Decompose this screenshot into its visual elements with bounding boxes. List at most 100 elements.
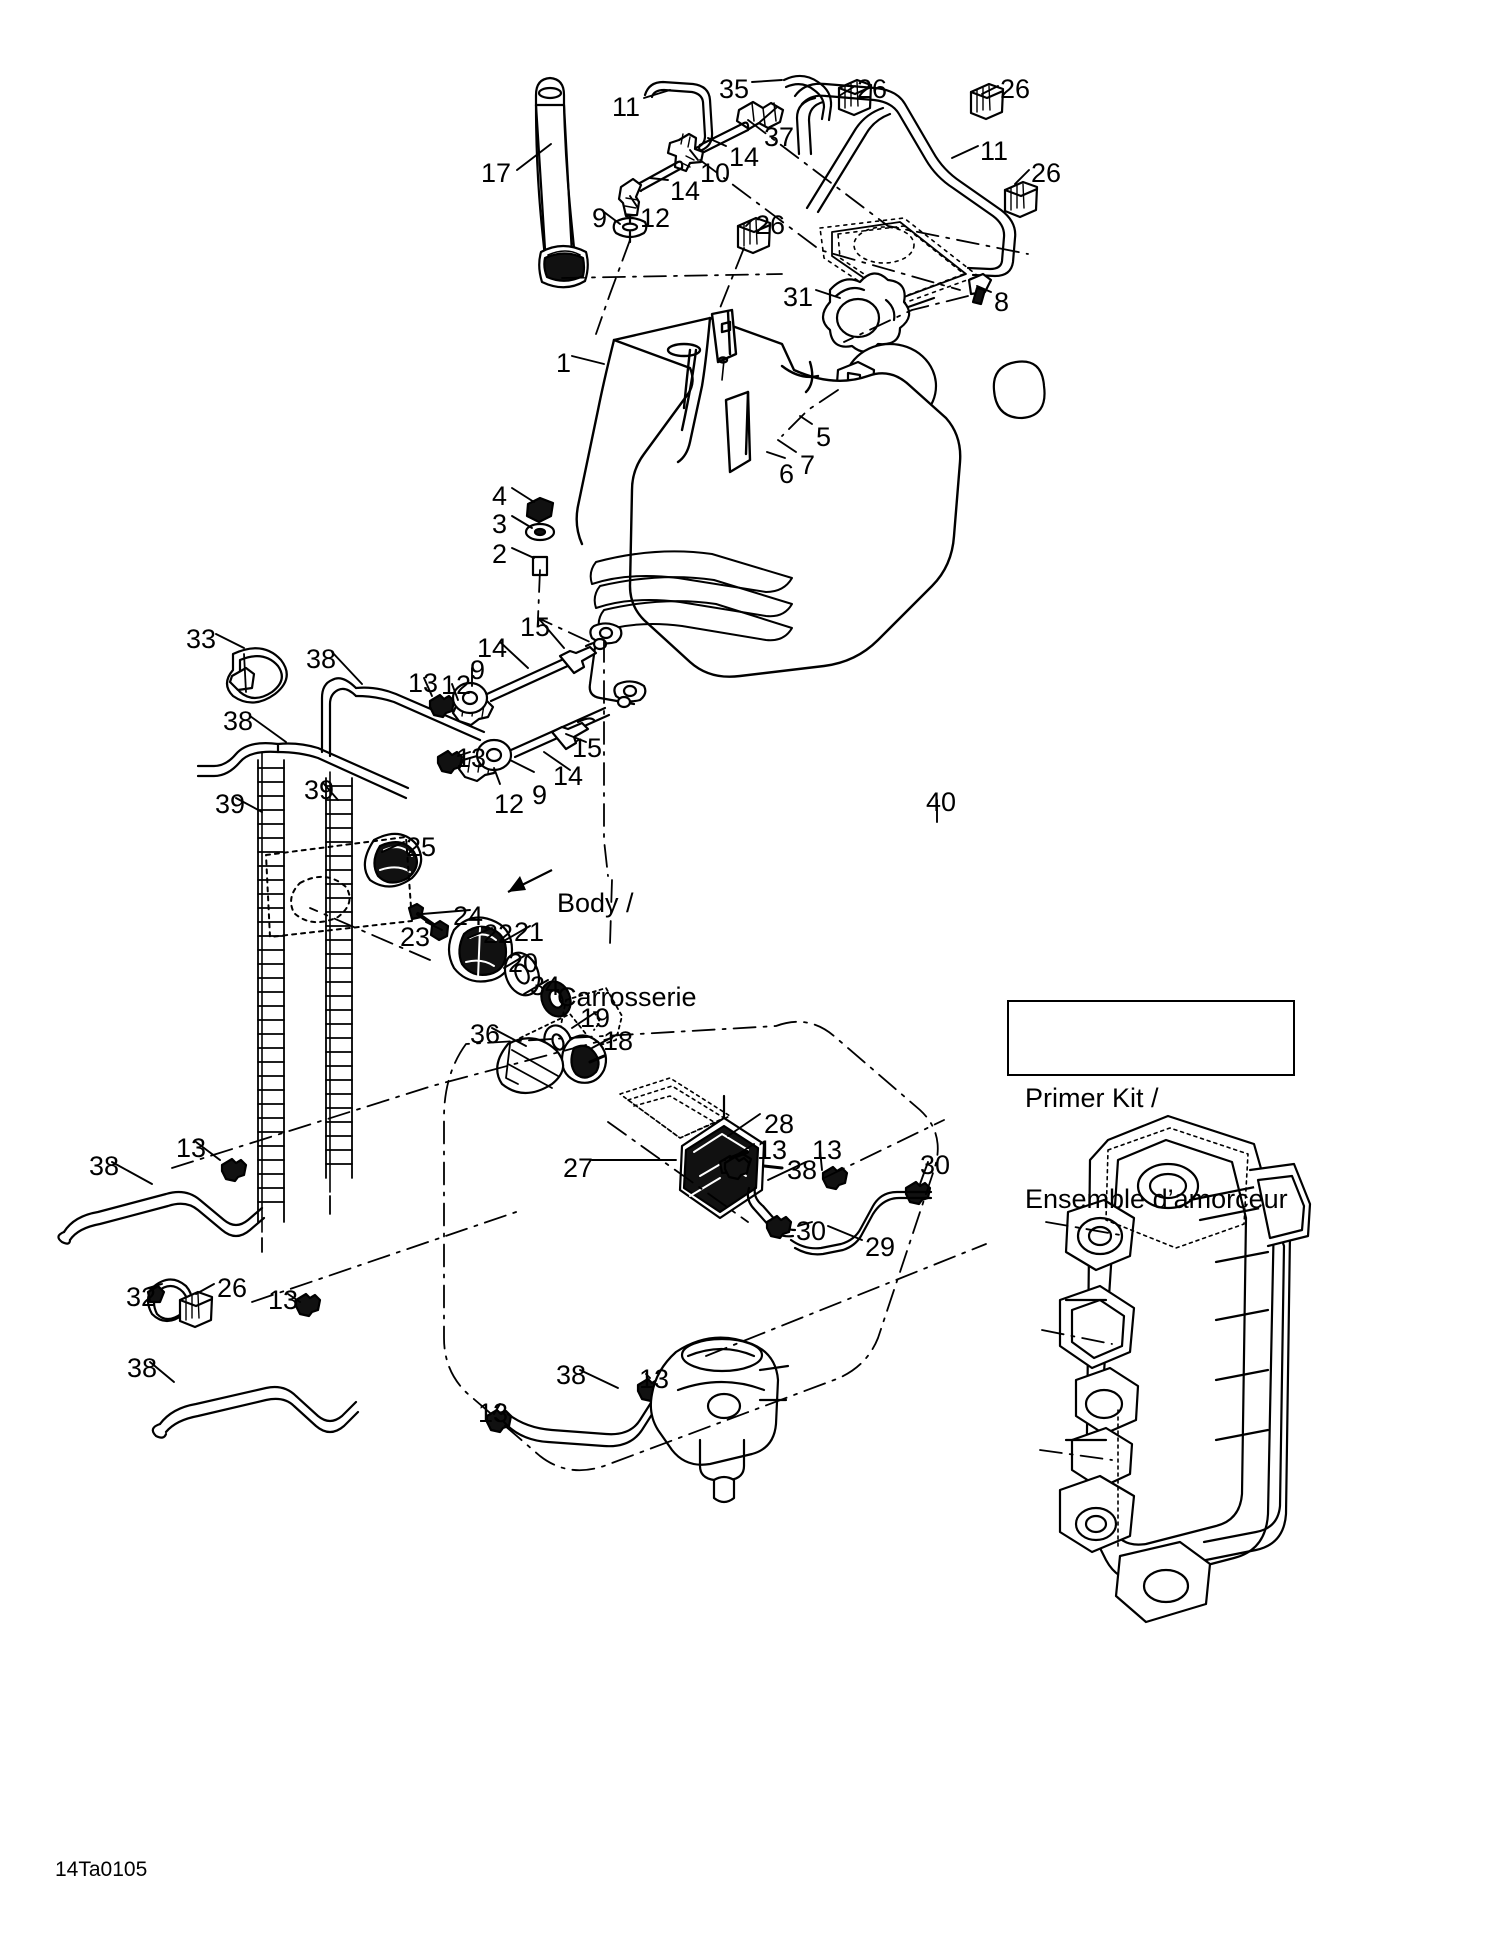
callout-38-e: 38 <box>127 1353 158 1383</box>
part-13-clamp-d <box>821 1165 849 1191</box>
part-1-tank-tabs <box>588 622 647 706</box>
callout-13-c: 13 <box>757 1135 788 1165</box>
part-12-fitting-b <box>451 698 495 727</box>
part-30-clamp-b <box>904 1180 932 1206</box>
part-3-washer <box>524 522 556 542</box>
callout-21: 21 <box>514 917 545 947</box>
part-39-coil-left <box>257 751 285 1233</box>
body-label-line1: Body / <box>557 887 634 918</box>
callout-10: 10 <box>700 158 731 188</box>
part-17-filler-neck <box>534 76 577 270</box>
callout-30-a: 30 <box>920 1150 951 1180</box>
body-panel-outline <box>265 836 413 938</box>
primer-kit-line2: Ensemble d’amorceur <box>1025 1183 1288 1214</box>
part-4-nut <box>525 496 555 524</box>
part-13-clamp-c <box>723 1155 751 1181</box>
part-13-clamp-e <box>220 1157 248 1183</box>
callout-5: 5 <box>816 422 832 452</box>
callout-26-b: 26 <box>1000 74 1031 104</box>
callout-26-a: 26 <box>857 74 888 104</box>
callout-14-b: 14 <box>670 176 701 206</box>
callout-35: 35 <box>719 74 750 104</box>
callout-38-a: 38 <box>306 644 337 674</box>
callout-38-d: 38 <box>89 1151 120 1181</box>
drawing-code: 14Ta0105 <box>55 1858 148 1881</box>
callout-37: 37 <box>764 122 795 152</box>
callout-9-a: 9 <box>592 203 608 233</box>
callout-30-b: 30 <box>796 1216 827 1246</box>
part-7-fuel-cap-ring <box>842 342 1046 430</box>
primer-kit-box: Primer Kit / Ensemble d’amorceur <box>1007 1000 1295 1214</box>
callout-13-b: 13 <box>456 743 487 773</box>
callout-33: 33 <box>186 624 217 654</box>
callout-12-a: 12 <box>640 203 671 233</box>
callout-9-c: 9 <box>532 780 548 810</box>
callout-15-b: 15 <box>572 733 603 763</box>
callout-28: 28 <box>764 1109 795 1139</box>
callout-23: 23 <box>400 922 431 952</box>
callout-13-e: 13 <box>176 1133 207 1163</box>
part-38-hose-bottom-left-2 <box>151 1385 360 1439</box>
part-31-fuel-cap <box>821 272 911 353</box>
callout-11-b: 11 <box>980 136 1009 166</box>
callout-22: 22 <box>483 919 514 949</box>
callout-8: 8 <box>994 287 1010 317</box>
part-11-hose-left <box>643 80 714 159</box>
callout-3: 3 <box>492 509 508 539</box>
carburetor <box>649 1336 790 1504</box>
callout-13-f: 13 <box>268 1285 299 1315</box>
callout-32: 32 <box>126 1282 157 1312</box>
callout-34: 34 <box>530 971 561 1001</box>
callout-12-b: 12 <box>441 670 472 700</box>
primer-kit-text: Primer Kit / Ensemble d’amorceur <box>1025 1014 1288 1284</box>
part-30-clamp-a <box>765 1214 793 1240</box>
callout-31: 31 <box>783 282 814 312</box>
callout-14-c: 14 <box>477 633 508 663</box>
callout-24: 24 <box>453 901 484 931</box>
part-38-hose-carb <box>502 1396 658 1448</box>
callout-38-b: 38 <box>223 706 254 736</box>
callout-7: 7 <box>800 450 816 480</box>
hidden-bracket-top <box>819 217 979 307</box>
callout-19: 19 <box>580 1003 611 1033</box>
callout-18: 18 <box>603 1026 634 1056</box>
callout-26-d: 26 <box>755 210 786 240</box>
callout-14-a: 14 <box>729 142 760 172</box>
part-10-tee-fitting <box>666 132 705 173</box>
callout-14-d: 14 <box>553 761 584 791</box>
part-5-screw <box>796 405 820 426</box>
callout-4: 4 <box>492 481 508 511</box>
callout-39-a: 39 <box>215 789 246 819</box>
callout-13-d: 13 <box>812 1135 843 1165</box>
part-26-clip-b <box>969 82 1005 121</box>
callout-13-h: 13 <box>478 1398 509 1428</box>
callout-38-c: 38 <box>787 1155 818 1185</box>
body-label-line2: Carrosserie <box>557 981 697 1012</box>
part-39-coil-right <box>325 771 353 1193</box>
callout-13-a: 13 <box>408 668 439 698</box>
part-1-fuel-tank <box>575 308 962 678</box>
callout-27: 27 <box>563 1153 594 1183</box>
hidden-pump-plate <box>619 1077 731 1139</box>
part-38-hose-pump <box>746 1186 797 1238</box>
hidden-bracket-top-solid <box>831 221 967 314</box>
part-23-nut <box>429 919 450 942</box>
callout-39-b: 39 <box>304 775 335 805</box>
part-14-15-pipe-lower <box>509 695 632 759</box>
callout-38-f: 38 <box>556 1360 587 1390</box>
callout-15-a: 15 <box>520 612 551 642</box>
callout-40: 40 <box>926 787 957 817</box>
callout-17: 17 <box>481 158 512 188</box>
part-13-clamp-f <box>294 1292 322 1318</box>
part-1-tank-ribs <box>589 550 793 642</box>
part-2-grommet-spacer <box>531 555 549 577</box>
callout-13-g: 13 <box>639 1364 670 1394</box>
body-carrosserie-label: Body / Carrosserie <box>557 825 697 1076</box>
callout-2: 2 <box>492 539 508 569</box>
callout-26-c: 26 <box>1031 158 1062 188</box>
